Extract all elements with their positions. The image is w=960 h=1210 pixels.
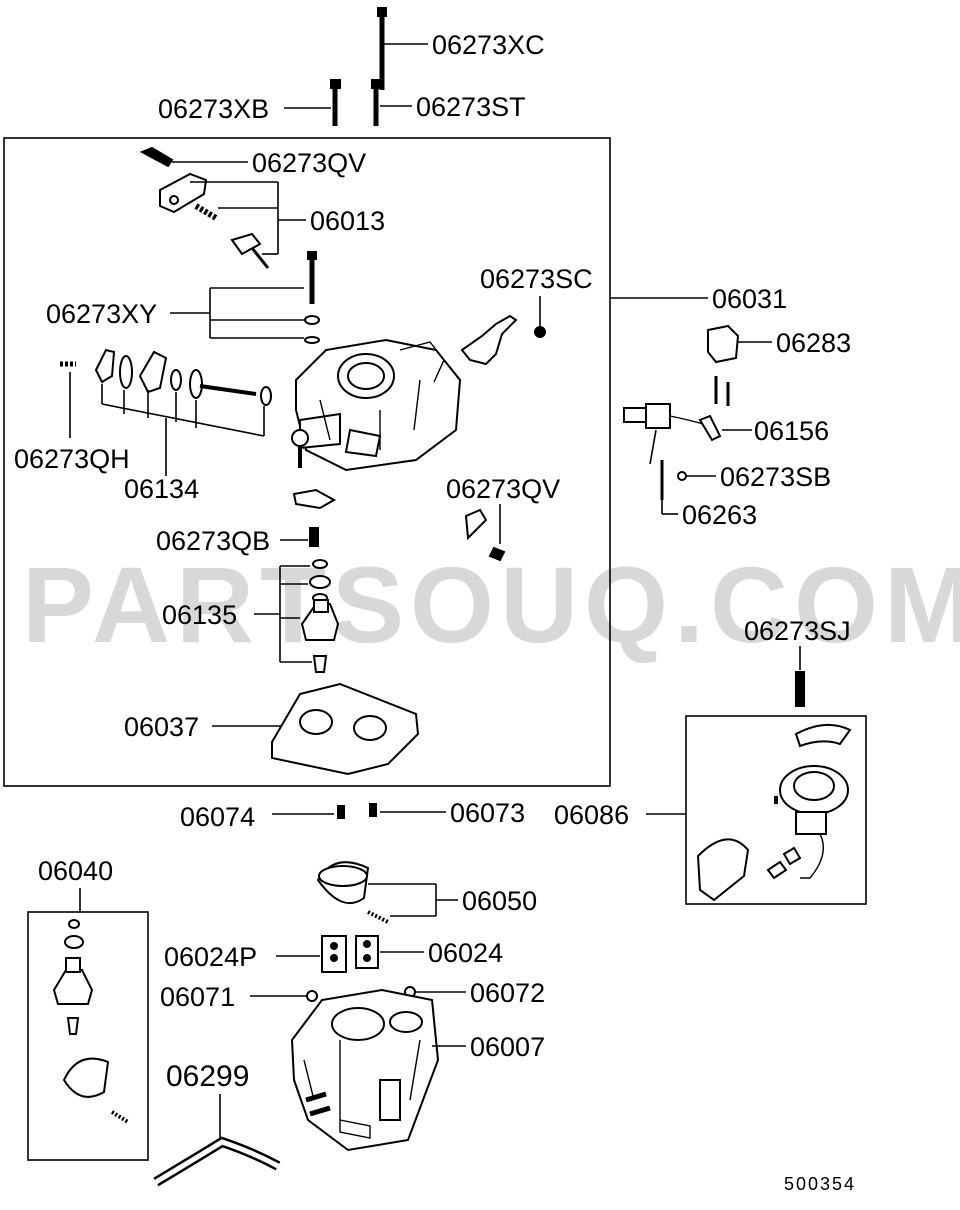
part-label-06073[interactable]: 06073 [450,798,525,828]
solenoid-valve-06156[interactable]: 06156 [623,376,829,446]
part-label-06071[interactable]: 06071 [160,982,235,1012]
bracket-06273sc[interactable]: 06273SC [460,264,593,366]
part-label-06156[interactable]: 06156 [754,416,829,446]
part-label-06040[interactable]: 06040 [38,856,113,886]
jet-kit-06040[interactable]: 06040 [38,856,130,1124]
screw-06273qv-top[interactable]: 06273QV [139,146,366,178]
screw-06273xb[interactable]: 06273XB [158,79,341,126]
pin-06263[interactable]: 06263 [649,429,757,530]
carburetor-body-06007[interactable]: 06007 [290,988,545,1152]
part-label-06074[interactable]: 06074 [180,802,255,832]
part-label-06273qb[interactable]: 06273QB [156,526,270,556]
plug-06073[interactable]: 06073 [369,798,525,828]
choke-kit-06031[interactable]: 06031 [610,284,787,314]
screw-06273sb[interactable]: 06273SB [677,462,831,492]
float-06050[interactable]: 06050 [316,861,537,924]
needle-valve-06135[interactable]: 06135 [162,559,340,673]
gasket-06037[interactable]: 06037 [124,682,420,776]
pump-kit-06134[interactable]: 06273QH 06134 [14,348,272,504]
part-label-06024[interactable]: 06024 [428,938,503,968]
part-label-06072[interactable]: 06072 [470,978,545,1008]
part-label-06273qh[interactable]: 06273QH [14,444,130,474]
part-label-06037[interactable]: 06037 [124,712,199,742]
part-label-06135[interactable]: 06135 [162,600,237,630]
jet-kit-frame [27,911,149,1161]
part-label-06273sc[interactable]: 06273SC [480,264,593,294]
part-label-06263[interactable]: 06263 [682,500,757,530]
jet-plate-06024p[interactable]: 06024P [164,935,347,973]
part-label-06013[interactable]: 06013 [310,206,385,236]
connector-06283[interactable]: 06283 [707,324,851,364]
part-label-06273xc[interactable]: 06273XC [432,30,545,60]
part-label-06273st[interactable]: 06273ST [416,92,526,122]
part-label-06273xy[interactable]: 06273XY [46,299,157,329]
part-label-06031[interactable]: 06031 [712,284,787,314]
plate-06273qv-mid[interactable]: 06273QV [292,474,560,562]
main-assembly-frame [3,137,611,787]
jet-06071[interactable]: 06071 [160,982,318,1012]
part-label-06050[interactable]: 06050 [462,886,537,916]
choke-assembly-06086[interactable]: 06086 [554,723,852,902]
part-label-06283[interactable]: 06283 [776,328,851,358]
screw-06273qb[interactable]: 06273QB [156,526,319,556]
part-label-06299[interactable]: 06299 [166,1060,249,1093]
part-label-06273sb[interactable]: 06273SB [720,462,831,492]
plug-06074[interactable]: 06074 [180,802,345,832]
jet-plate-06024[interactable]: 06024 [355,935,503,969]
screw-06273st[interactable]: 06273ST [371,79,526,126]
diaphragm-cover-06013[interactable]: 06013 [159,172,385,269]
hose-06299[interactable]: 06299 [153,1060,281,1187]
part-label-06273qv-top[interactable]: 06273QV [252,148,366,178]
part-label-06273xb[interactable]: 06273XB [158,94,269,124]
part-label-06273sj[interactable]: 06273SJ [744,616,851,646]
screw-06273xc[interactable]: 06273XC [377,7,545,90]
choke-kit-frame [685,715,867,905]
screw-06273xy[interactable]: 06273XY [46,251,320,344]
part-label-06134[interactable]: 06134 [124,474,199,504]
part-label-06007[interactable]: 06007 [470,1032,545,1062]
watermark: PARTSOUQ.COM [22,544,960,665]
diagram-id: 500354 [784,1174,856,1194]
part-label-06273qv-mid[interactable]: 06273QV [446,474,560,504]
carburetor-upper-body[interactable] [291,338,462,472]
choke-screw-06273sj[interactable]: 06273SJ [744,616,851,707]
part-label-06086[interactable]: 06086 [554,800,629,830]
part-label-06024p[interactable]: 06024P [164,942,257,972]
